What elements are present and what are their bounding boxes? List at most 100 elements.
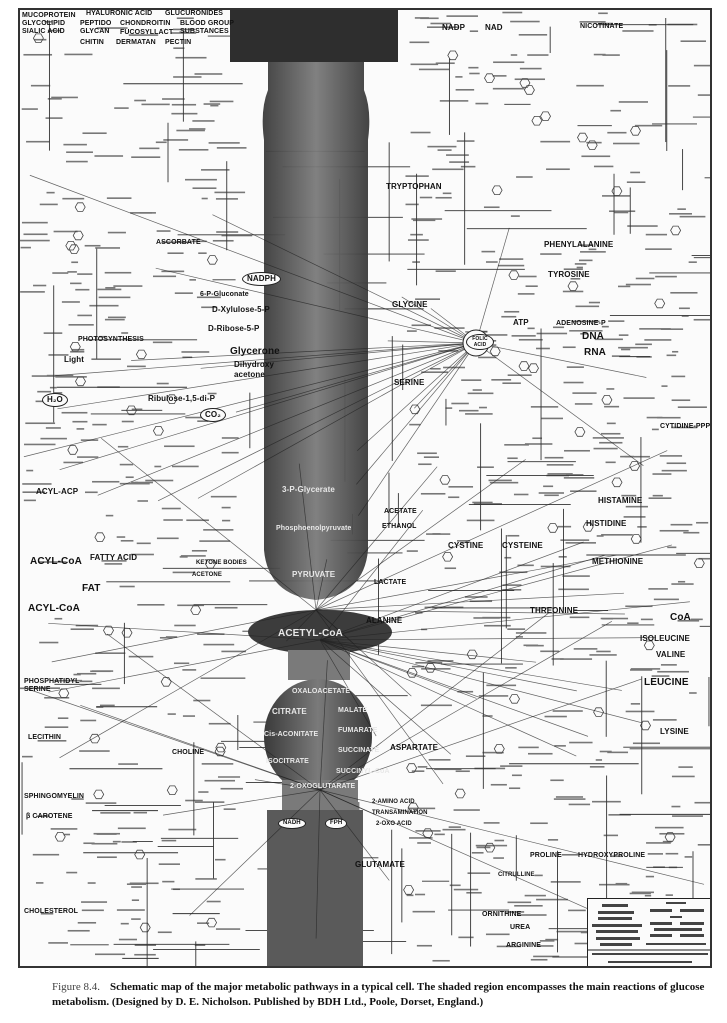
minor-label-mark xyxy=(173,662,190,665)
radiating-pathway-line xyxy=(319,541,584,641)
molecule-ring-mark xyxy=(67,445,79,455)
minor-label-mark xyxy=(556,930,588,933)
minor-label-mark xyxy=(671,583,694,585)
molecule-ring-mark xyxy=(484,842,496,853)
minor-label-mark xyxy=(161,507,181,510)
minor-label-mark xyxy=(671,375,686,378)
minor-label-mark xyxy=(665,894,673,896)
minor-label-mark xyxy=(694,801,710,804)
molecule-ring-mark xyxy=(523,85,535,95)
minor-label-mark xyxy=(120,922,129,925)
minor-label-mark xyxy=(627,622,639,624)
label-serine: SERINE xyxy=(394,378,425,387)
minor-label-mark xyxy=(545,938,559,941)
minor-label-mark xyxy=(599,883,630,886)
minor-label-mark xyxy=(566,366,584,368)
minor-label-mark xyxy=(589,654,617,656)
minor-label-mark xyxy=(483,206,500,209)
minor-label-mark xyxy=(562,575,590,577)
minor-label-mark xyxy=(442,828,466,831)
label-carotene: β CAROTENE xyxy=(26,813,73,820)
minor-label-mark xyxy=(145,479,174,482)
minor-label-mark xyxy=(435,196,452,199)
minor-label-mark xyxy=(412,219,436,222)
minor-label-mark xyxy=(167,252,184,254)
molecule-ring-mark xyxy=(65,240,77,251)
minor-label-mark xyxy=(168,828,197,831)
minor-label-mark xyxy=(40,912,54,915)
label-histamine: HISTAMINE xyxy=(598,496,643,505)
radiating-pathway-line xyxy=(315,609,444,785)
minor-label-mark xyxy=(573,648,598,650)
radiating-pathway-line xyxy=(356,342,477,485)
radiating-pathway-line xyxy=(319,601,690,641)
molecule-ring-mark xyxy=(190,605,202,615)
minor-label-mark xyxy=(551,658,564,660)
minor-label-mark xyxy=(568,909,586,912)
minor-label-mark xyxy=(580,251,606,253)
label-chitin: CHITIN xyxy=(80,39,104,46)
molecule-ring-mark xyxy=(640,720,651,731)
minor-label-mark xyxy=(174,624,196,627)
minor-label-mark xyxy=(530,822,548,825)
minor-label-mark xyxy=(26,140,50,143)
minor-label-mark xyxy=(511,335,536,337)
minor-label-mark xyxy=(681,315,689,317)
minor-label-mark xyxy=(54,617,63,620)
minor-label-mark xyxy=(66,871,78,874)
minor-label-mark xyxy=(91,358,121,361)
label-ornithine: ORNITHINE xyxy=(482,911,522,918)
minor-label-mark xyxy=(118,763,138,765)
molecule-ring-mark xyxy=(509,694,520,704)
minor-label-mark xyxy=(432,168,464,171)
radiating-pathway-line xyxy=(100,437,317,611)
minor-label-mark xyxy=(83,842,95,845)
minor-label-mark xyxy=(133,811,148,814)
radiating-pathway-line xyxy=(55,342,477,376)
minor-label-mark xyxy=(409,423,421,426)
molecule-ring-mark xyxy=(139,922,151,933)
label-sialic-acid: SIALIC ACID xyxy=(22,28,65,35)
minor-label-mark xyxy=(137,604,165,606)
minor-label-mark xyxy=(515,632,547,634)
radiating-pathway-line xyxy=(162,789,321,816)
minor-label-mark xyxy=(85,802,117,804)
glucose-shaded-region xyxy=(230,10,398,966)
radiating-pathway-line xyxy=(387,340,477,344)
minor-label-mark xyxy=(494,839,505,842)
label-fat: FAT xyxy=(82,583,101,594)
label-cis-aconitate: Cis-ACONITATE xyxy=(264,731,319,738)
radiating-pathway-line xyxy=(315,459,526,611)
minor-label-mark xyxy=(625,710,655,713)
minor-label-mark xyxy=(44,696,70,699)
minor-label-mark xyxy=(671,775,695,778)
minor-label-mark xyxy=(32,853,60,856)
minor-label-mark xyxy=(128,34,159,36)
label-acetate: ACETATE xyxy=(384,508,417,515)
radiating-pathway-line xyxy=(358,342,477,516)
label-dna: DNA xyxy=(582,331,604,342)
minor-label-mark xyxy=(107,231,126,234)
minor-label-mark xyxy=(48,942,68,944)
minor-label-mark xyxy=(644,339,672,341)
minor-label-mark xyxy=(39,203,58,206)
minor-label-mark xyxy=(449,884,461,887)
minor-label-mark xyxy=(434,833,445,836)
minor-label-mark xyxy=(460,165,476,168)
minor-label-mark xyxy=(79,680,93,683)
minor-label-mark xyxy=(427,660,454,662)
minor-label-mark xyxy=(517,564,534,567)
minor-label-mark xyxy=(417,452,437,455)
minor-label-mark xyxy=(204,779,236,782)
radiating-pathway-line xyxy=(315,592,624,611)
minor-label-mark xyxy=(467,872,491,874)
minor-label-mark xyxy=(72,420,88,423)
label-co2: CO₂ xyxy=(200,408,226,422)
minor-label-mark xyxy=(500,765,523,767)
minor-label-mark xyxy=(543,485,554,488)
minor-label-mark xyxy=(46,191,55,194)
minor-label-mark xyxy=(437,149,452,151)
radiating-pathway-line xyxy=(189,789,321,916)
minor-label-mark xyxy=(571,320,600,323)
minor-label-mark xyxy=(563,381,584,384)
